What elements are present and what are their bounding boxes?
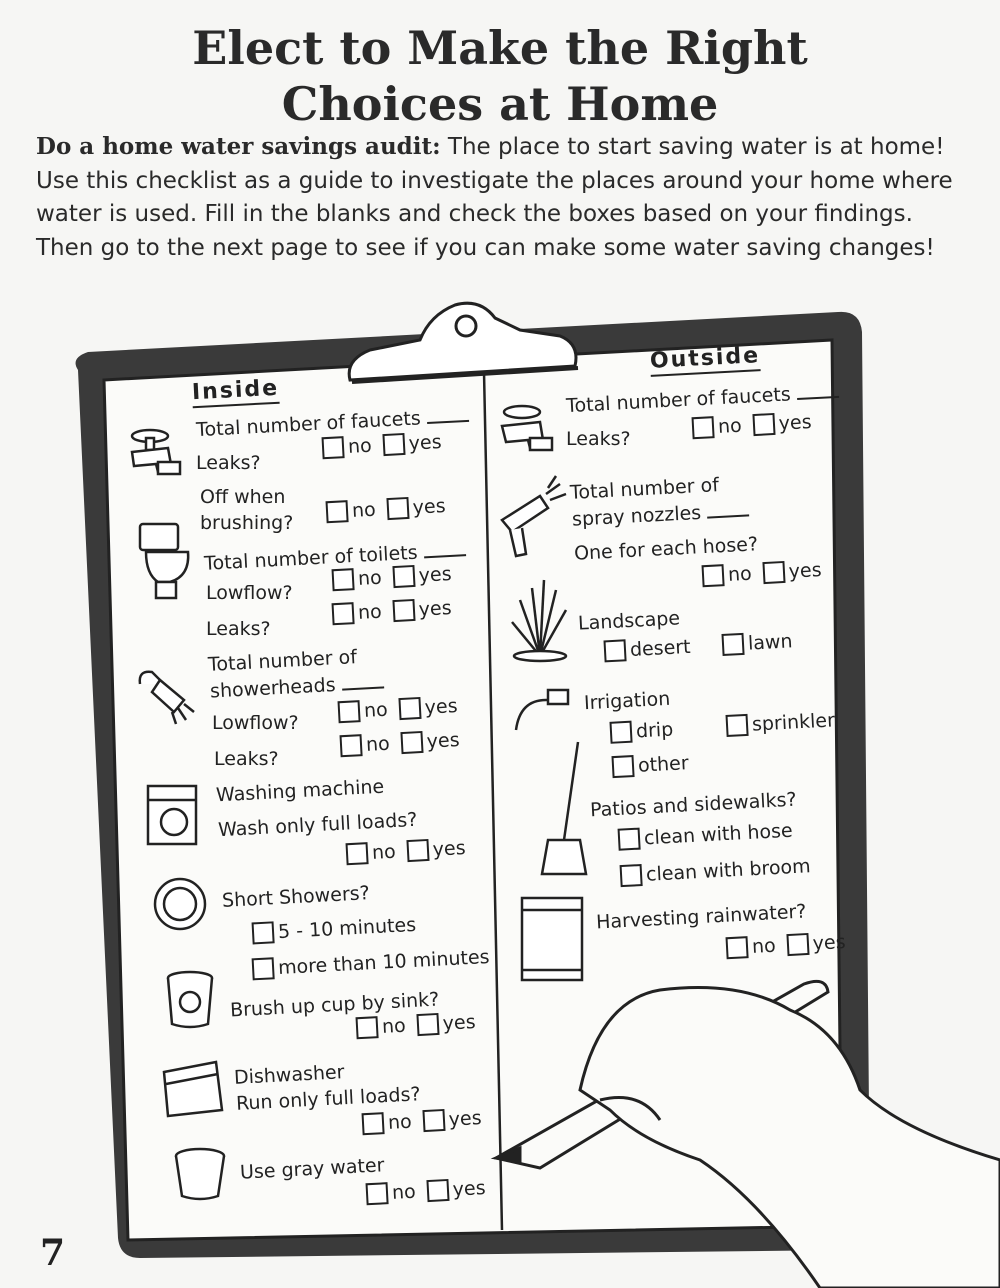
- outside-heading: Outside: [649, 343, 761, 377]
- title-line-2: Choices at Home: [281, 77, 719, 131]
- hand-with-pencil-icon: [490, 979, 1000, 1288]
- drip-option: drip: [609, 718, 679, 744]
- toilet-icon: [138, 522, 190, 600]
- one-each-yes-checkbox[interactable]: [762, 560, 786, 585]
- short-opt2-checkbox[interactable]: [251, 957, 275, 981]
- wash-full-yes-checkbox[interactable]: [406, 838, 430, 863]
- broom-icon: [540, 741, 588, 876]
- faucets-blank[interactable]: [426, 419, 469, 425]
- clean-hose-checkbox[interactable]: [617, 827, 641, 851]
- cup-icon: [166, 970, 214, 1029]
- outside-faucets-blank[interactable]: [796, 395, 839, 401]
- outside-faucet-icon: [500, 404, 554, 452]
- rain-barrel-icon: [520, 896, 584, 982]
- hose-icon: [514, 688, 570, 731]
- one-each-no-checkbox[interactable]: [701, 564, 725, 588]
- shower-leaks-no-checkbox[interactable]: [339, 734, 363, 758]
- other-option: other: [611, 752, 695, 779]
- faucet-icon: [130, 428, 182, 476]
- intro-body: The place to start saving water is at ho…: [36, 134, 953, 261]
- lawn-option: lawn: [721, 630, 799, 656]
- plant-icon: [511, 579, 568, 663]
- page-number: 7: [40, 1232, 66, 1274]
- badge-icon: [153, 877, 207, 931]
- outside-leaks-yes-checkbox[interactable]: [752, 412, 776, 437]
- intro-lead: Do a home water savings audit:: [36, 133, 441, 160]
- shower-leaks-yes-checkbox[interactable]: [400, 730, 424, 755]
- dish-full-yes-checkbox[interactable]: [422, 1108, 446, 1133]
- rainwater-yes-checkbox[interactable]: [786, 932, 810, 957]
- clip-icon: [347, 301, 579, 384]
- shower-leaks-label: Leaks?: [214, 748, 279, 770]
- shower-lowflow-label: Lowflow?: [212, 712, 299, 734]
- sprinkler-checkbox[interactable]: [725, 713, 749, 737]
- toilets-leaks-label: Leaks?: [206, 618, 271, 640]
- desert-checkbox[interactable]: [603, 639, 627, 663]
- spray-nozzle-icon: [500, 475, 567, 558]
- faucets-leaks-no-checkbox[interactable]: [321, 436, 345, 460]
- clean-broom-checkbox[interactable]: [619, 864, 643, 888]
- toilets-lowflow-no-checkbox[interactable]: [331, 568, 355, 592]
- toilets-lowflow-label: Lowflow?: [206, 582, 293, 604]
- brush-cup-no-checkbox[interactable]: [355, 1016, 379, 1040]
- off-brushing-label-1: Off when: [200, 486, 286, 508]
- toilets-leaks-no-checkbox[interactable]: [331, 602, 355, 626]
- other-checkbox[interactable]: [611, 755, 635, 779]
- rainwater-no-checkbox[interactable]: [725, 936, 749, 960]
- showerhead-icon: [138, 670, 195, 725]
- intro-paragraph: Do a home water savings audit: The place…: [36, 130, 966, 265]
- off-brushing-label-2: brushing?: [200, 512, 294, 534]
- wash-full-no-checkbox[interactable]: [345, 842, 369, 866]
- brush-cup-yes-checkbox[interactable]: [416, 1012, 440, 1037]
- title-line-1: Elect to Make the Right: [192, 21, 808, 75]
- off-brushing-yes-checkbox[interactable]: [386, 496, 410, 521]
- off-brushing-no-checkbox[interactable]: [325, 500, 349, 524]
- faucets-leaks-yes-checkbox[interactable]: [382, 432, 406, 457]
- dishwasher-icon: [162, 1060, 224, 1118]
- washing-machine-icon: [146, 784, 198, 846]
- gray-water-no-checkbox[interactable]: [365, 1182, 389, 1206]
- shower-lowflow-no-checkbox[interactable]: [337, 700, 361, 724]
- short-opt1-checkbox[interactable]: [251, 921, 275, 945]
- toilets-leaks-yes-checkbox[interactable]: [392, 598, 416, 623]
- drip-checkbox[interactable]: [609, 720, 633, 744]
- gray-water-yes-checkbox[interactable]: [426, 1178, 450, 1203]
- dish-full-no-checkbox[interactable]: [361, 1112, 385, 1136]
- irrigation-label: Irrigation: [583, 687, 671, 715]
- bucket-icon: [174, 1147, 226, 1201]
- showerheads-blank[interactable]: [341, 686, 384, 691]
- page-title: Elect to Make the Right Choices at Home: [0, 20, 1000, 132]
- nozzles-blank[interactable]: [707, 514, 750, 519]
- outside-leaks-no-checkbox[interactable]: [691, 416, 715, 440]
- inside-faucets-leaks-label: Leaks?: [196, 452, 261, 474]
- shower-lowflow-yes-checkbox[interactable]: [398, 696, 422, 721]
- inside-heading: Inside: [191, 375, 280, 409]
- outside-faucets-leaks-label: Leaks?: [566, 428, 631, 450]
- lawn-checkbox[interactable]: [721, 632, 745, 656]
- toilets-blank[interactable]: [423, 554, 466, 559]
- toilets-lowflow-yes-checkbox[interactable]: [392, 564, 416, 589]
